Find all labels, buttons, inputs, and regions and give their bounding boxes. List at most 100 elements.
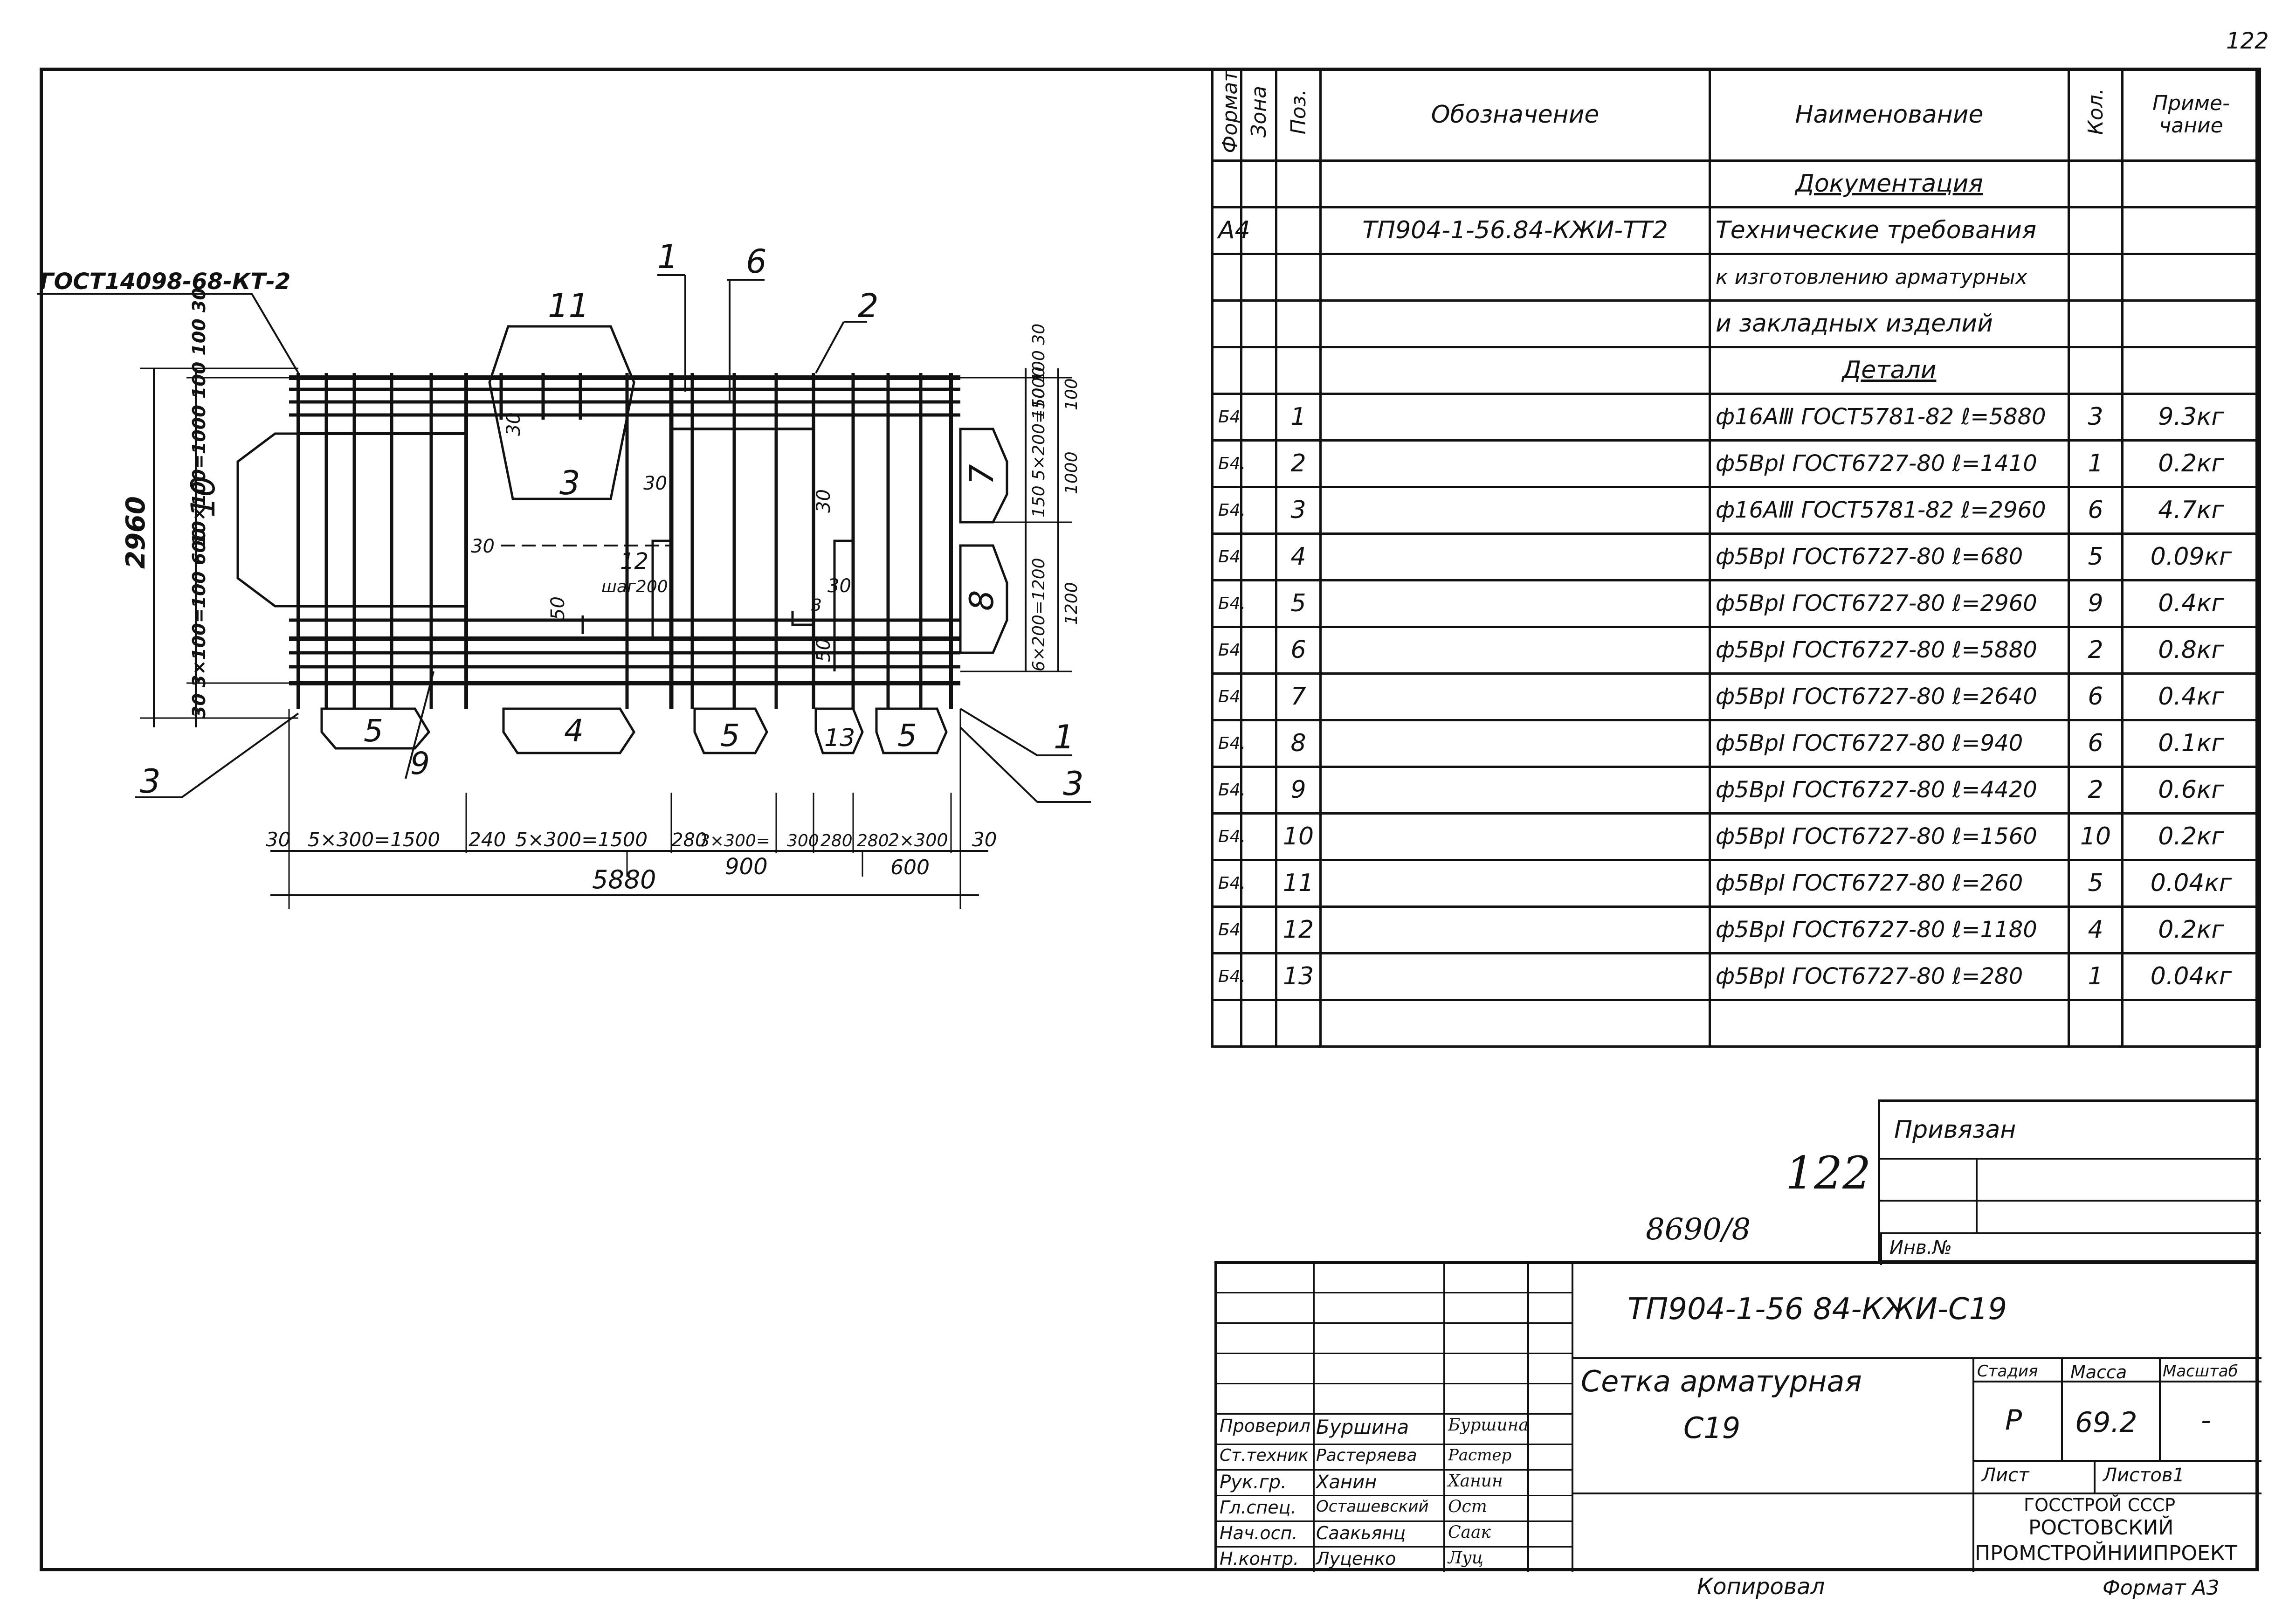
scale-label: Масштаб (2163, 1362, 2238, 1381)
row-note: 0.4кг (2121, 672, 2261, 721)
spec-header-row: Формат Зона Поз. Обозначение Наименовани… (1211, 68, 2261, 162)
dim-30c: 30 (471, 536, 495, 557)
signature-norm-control: Луц (1448, 1548, 1484, 1568)
row-pos: 6 (1275, 625, 1322, 675)
dim-right-upper: 150 5×200=1000 (1029, 366, 1048, 518)
row-qty: 4 (2068, 905, 2124, 954)
row-name: ф5ВрⅠ ГОСТ6727-80 ℓ=1180 (1709, 905, 2070, 954)
doc-row: А4 ТП904-1-56.84-КЖИ-ТТ2 Технические тре… (1211, 206, 2261, 255)
dim-30a: 30 (503, 412, 524, 436)
inventory-label: Инв.№ (1889, 1237, 1952, 1258)
item-name-line-1: Сетка арматурная (1581, 1364, 1862, 1398)
row-qty: 6 (2068, 672, 2124, 721)
copied-by-label: Копировал (1697, 1574, 1825, 1600)
callout-12: 12 (620, 548, 648, 574)
doc-row-cont: к изготовлению арматурных (1211, 252, 2261, 302)
role-checked: Проверил (1220, 1416, 1310, 1436)
callout-3-left: 3 (140, 762, 161, 801)
dim-b-1500a: 5×300=1500 (308, 828, 440, 851)
callout-4: 4 (564, 713, 584, 749)
row-qty: 1 (2068, 952, 2124, 1001)
row-qty: 3 (2068, 392, 2124, 442)
spacing-note: шаг200 (601, 577, 668, 596)
row-pos: 7 (1275, 672, 1322, 721)
row-pos: 10 (1275, 812, 1322, 861)
page-number: 122 (2226, 28, 2269, 54)
row-qty: 5 (2068, 532, 2124, 581)
callout-2: 2 (858, 287, 879, 325)
dim-b-280b: 280 (820, 831, 853, 850)
row-format: Б4. (1211, 579, 1246, 628)
dim-b-30a: 30 (266, 828, 290, 851)
row-format: Б4 (1211, 532, 1242, 581)
specification-table: Формат Зона Поз. Обозначение Наименовани… (1211, 68, 2261, 1048)
org-line-1: ГОССТРОЙ СССР (2024, 1495, 2176, 1515)
row-pos: 12 (1275, 905, 1322, 954)
doc-name-1: Технические требования (1709, 206, 2070, 255)
stage-label: Стадия (1977, 1362, 2038, 1381)
dim-30d: 30 (813, 489, 834, 513)
gost-label: ГОСТ14098-68-КТ-2 (40, 269, 290, 295)
signature-group-lead: Ханин (1448, 1472, 1503, 1491)
row-note: 0.2кг (2121, 812, 2261, 861)
role-dept-head: Нач.осп. (1220, 1523, 1298, 1543)
row-qty: 2 (2068, 765, 2124, 815)
signature-dept-head: Саак (1448, 1523, 1491, 1542)
header-note: Приме-чание (2121, 68, 2261, 162)
dim-right-top: 150 100 30 (1029, 324, 1048, 420)
row-pos: 3 (1275, 485, 1322, 535)
handwritten-number: 8690/8 (1646, 1212, 1751, 1247)
header-name: Наименование (1709, 68, 2070, 162)
row-name: ф5ВрⅠ ГОСТ6727-80 ℓ=1410 (1709, 439, 2070, 488)
row-qty: 6 (2068, 485, 2124, 535)
callout-3: 3 (559, 464, 580, 502)
header-qty: Кол. (2068, 68, 2124, 162)
row-pos: 5 (1275, 579, 1322, 628)
row-format: Б4 (1211, 905, 1242, 954)
sheets-label: Листов1 (2103, 1465, 2185, 1486)
callout-5a: 5 (364, 713, 383, 749)
org-line-2: РОСТОВСКИЙ (2028, 1516, 2174, 1540)
name-group-lead: Ханин (1316, 1472, 1377, 1493)
callout-13: 13 (824, 724, 855, 752)
row-qty: 1 (2068, 439, 2124, 488)
row-format: Б4. (1211, 812, 1246, 861)
doc-format: А4 (1211, 206, 1250, 255)
row-qty: 9 (2068, 579, 2124, 628)
row-note: 0.09кг (2121, 532, 2261, 581)
callout-6: 6 (746, 242, 767, 281)
callout-8: 8 (963, 590, 1001, 611)
sheet-format-label: Формат А3 (2103, 1576, 2220, 1600)
callout-5b: 5 (720, 718, 740, 753)
row-format: Б4. (1211, 765, 1246, 815)
dim-b-280a: 280 (671, 829, 707, 851)
row-name: ф5ВрⅠ ГОСТ6727-80 ℓ=5880 (1709, 625, 2070, 675)
section-parts: Детали (1842, 356, 1937, 385)
callout-5c: 5 (897, 718, 917, 753)
row-name: ф5ВрⅠ ГОСТ6727-80 ℓ=680 (1709, 532, 2070, 581)
row-name: ф16АⅢ ГОСТ5781-82 ℓ=2960 (1709, 485, 2070, 535)
dim-b-1500b: 5×300=1500 (515, 828, 648, 851)
row-name: ф5ВрⅠ ГОСТ6727-80 ℓ=280 (1709, 952, 2070, 1001)
row-name: ф5ВрⅠ ГОСТ6727-80 ℓ=2960 (1709, 579, 2070, 628)
document-code: ТП904-1-56 84-КЖИ-С19 (1627, 1292, 2007, 1327)
section-row: Документация (1211, 159, 2261, 208)
binding-box: Привязан Инв.№ (1878, 1099, 2261, 1265)
scale-value: - (2201, 1404, 2211, 1437)
row-pos: 9 (1275, 765, 1322, 815)
dim-b-300: 300 (787, 831, 819, 850)
name-norm-control: Луценко (1316, 1548, 1396, 1569)
row-pos: 8 (1275, 719, 1322, 768)
row-name: ф5ВрⅠ ГОСТ6727-80 ℓ=1560 (1709, 812, 2070, 861)
row-note: 0.2кг (2121, 905, 2261, 954)
